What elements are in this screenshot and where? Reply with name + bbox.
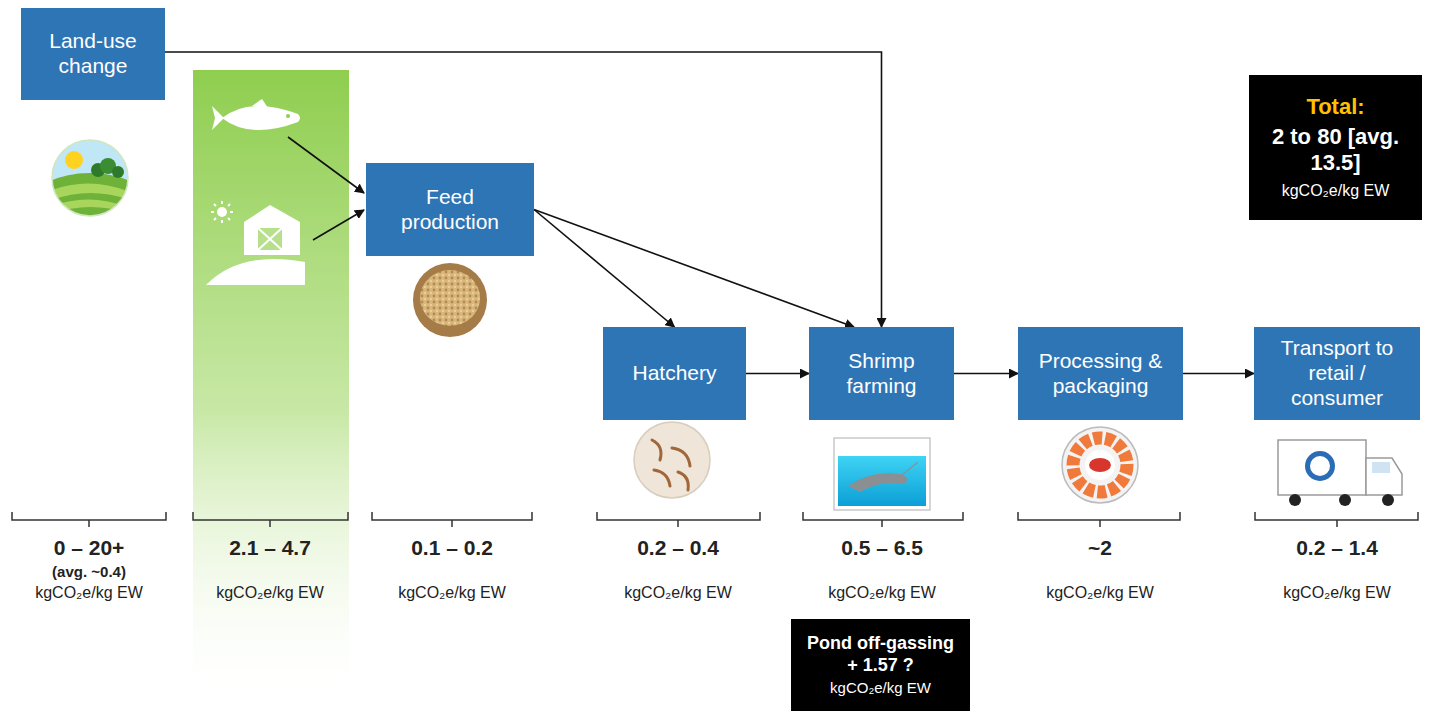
emission-value: 2.1 – 4.7: [229, 536, 311, 559]
barn-icon: [206, 201, 305, 285]
process-box: Shrimp farming: [809, 327, 954, 420]
unit-label: kgCO₂e/kg EW: [1046, 584, 1154, 602]
fish-arrow: [288, 137, 364, 193]
landscape-icon: [30, 138, 150, 237]
process-box: Transport to retail / consumer: [1254, 327, 1420, 420]
total-box: Total: 2 to 80 [avg. 13.5] kgCO₂e/kg EW: [1249, 75, 1422, 220]
feed-ingredient-band: [193, 70, 349, 690]
box-title: Processing & packaging: [1032, 349, 1169, 399]
box-title: Feed production: [386, 185, 514, 235]
emission-value: 0 – 20+: [54, 536, 125, 559]
process-box: Feed production: [366, 163, 534, 256]
box-text: kgCO₂e/kg EW: [830, 679, 931, 697]
box-text: 2 to 80 [avg. 13.5]: [1257, 124, 1414, 176]
process-box: Processing & packaging: [1018, 327, 1183, 420]
emission-value: ~2: [1088, 536, 1112, 559]
larvae-dish-icon: [634, 422, 710, 498]
flow-arrow: [534, 210, 675, 328]
flow-arrow: [165, 52, 882, 327]
unit-label: kgCO₂e/kg EW: [398, 584, 506, 602]
range-bracket: [12, 512, 1418, 527]
unit-label: kgCO₂e/kg EW: [624, 584, 732, 602]
shrimp-pond-icon: [834, 438, 930, 510]
box-title: Total:: [1306, 94, 1364, 120]
emission-value: (avg. ~0.4): [52, 564, 126, 581]
box-title: Transport to retail / consumer: [1268, 336, 1406, 410]
box-title: Shrimp farming: [821, 349, 942, 399]
note-box: Pond off-gassing + 1.57 ? kgCO₂e/kg EW: [791, 619, 970, 711]
process-box: Hatchery: [603, 327, 746, 420]
farm-arrow: [313, 210, 364, 240]
feed-sack-icon: [413, 263, 487, 337]
truck-icon: [1278, 440, 1402, 506]
landscape-icon-rim: [52, 140, 128, 216]
box-title: Land-use change: [31, 29, 155, 79]
unit-label: kgCO₂e/kg EW: [35, 584, 143, 602]
unit-label: kgCO₂e/kg EW: [1283, 584, 1391, 602]
emission-value: 0.2 – 0.4: [637, 536, 719, 559]
flow-arrow: [954, 373, 1018, 375]
flow-arrow: [1183, 373, 1254, 375]
emission-value: 0.2 – 1.4: [1296, 536, 1378, 559]
flow-arrow: [534, 210, 854, 328]
unit-label: kgCO₂e/kg EW: [828, 584, 936, 602]
box-title: Pond off-gassing + 1.57 ?: [805, 633, 956, 675]
fish-icon: [212, 99, 300, 130]
shrimp-ring-icon: [1062, 427, 1138, 503]
emission-value: 0.1 – 0.2: [411, 536, 493, 559]
box-text: kgCO₂e/kg EW: [1282, 182, 1390, 201]
unit-label: kgCO₂e/kg EW: [216, 584, 324, 602]
box-title: Hatchery: [632, 361, 716, 386]
emission-value: 0.5 – 6.5: [841, 536, 923, 559]
process-box: Land-use change: [21, 8, 165, 100]
flow-arrow: [746, 373, 809, 375]
